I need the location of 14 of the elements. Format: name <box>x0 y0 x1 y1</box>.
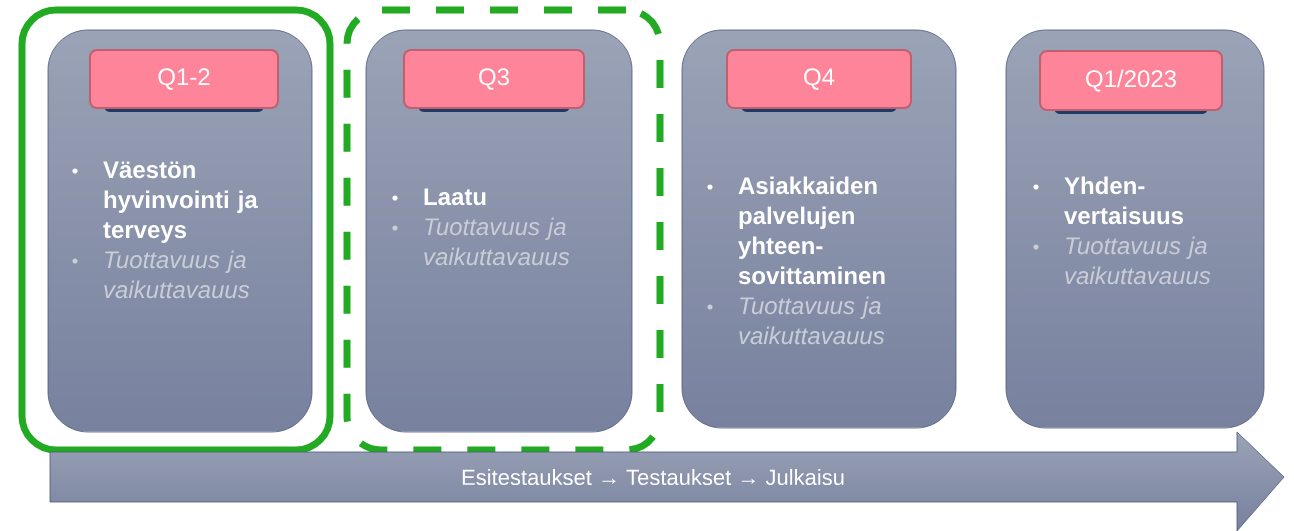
quarter-badge: Q3 <box>403 49 585 112</box>
bullet-item: Asiakkaiden palvelujen yhteen- sovittaminen <box>707 176 885 285</box>
bullet-item: Tuottavuus ja vaikuttavauus <box>72 250 250 299</box>
quarter-badge: Q4 <box>726 49 912 112</box>
bullet-item: Tuottavuus ja vaikuttavauus <box>1033 236 1211 285</box>
highlight-frame <box>18 6 334 454</box>
bullet-item: Tuottavuus ja vaikuttavauus <box>392 217 570 266</box>
bullet-item: Yhden- vertaisuus <box>1033 176 1184 225</box>
highlight-frame <box>343 6 664 454</box>
quarter-badge: Q1/2023 <box>1039 50 1223 114</box>
bullet-item: Laatu <box>392 188 486 206</box>
quarter-badge: Q1-2 <box>89 49 279 112</box>
bullet-item: Väestön hyvinvointi ja terveys <box>72 161 258 243</box>
bullet-item: Tuottavuus ja vaikuttavauus <box>707 296 885 345</box>
